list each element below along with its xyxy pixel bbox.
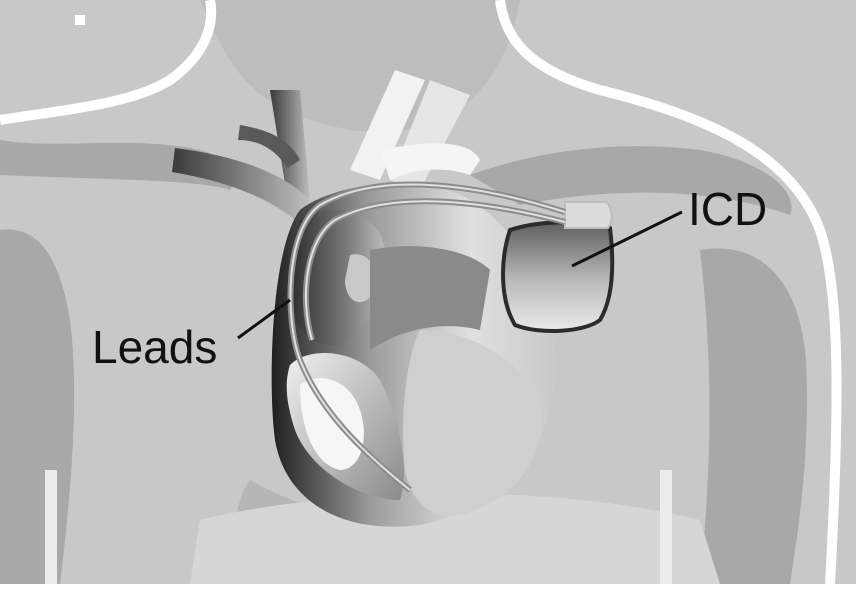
rib-highlight-left bbox=[45, 470, 57, 584]
icd-device bbox=[503, 222, 612, 331]
icd-header bbox=[565, 202, 612, 228]
rib-right-upper bbox=[700, 248, 807, 584]
leads-label: Leads bbox=[92, 324, 217, 370]
corner-marker bbox=[75, 15, 85, 25]
icd-label: ICD bbox=[688, 186, 767, 232]
rib-highlight-right bbox=[660, 470, 672, 584]
